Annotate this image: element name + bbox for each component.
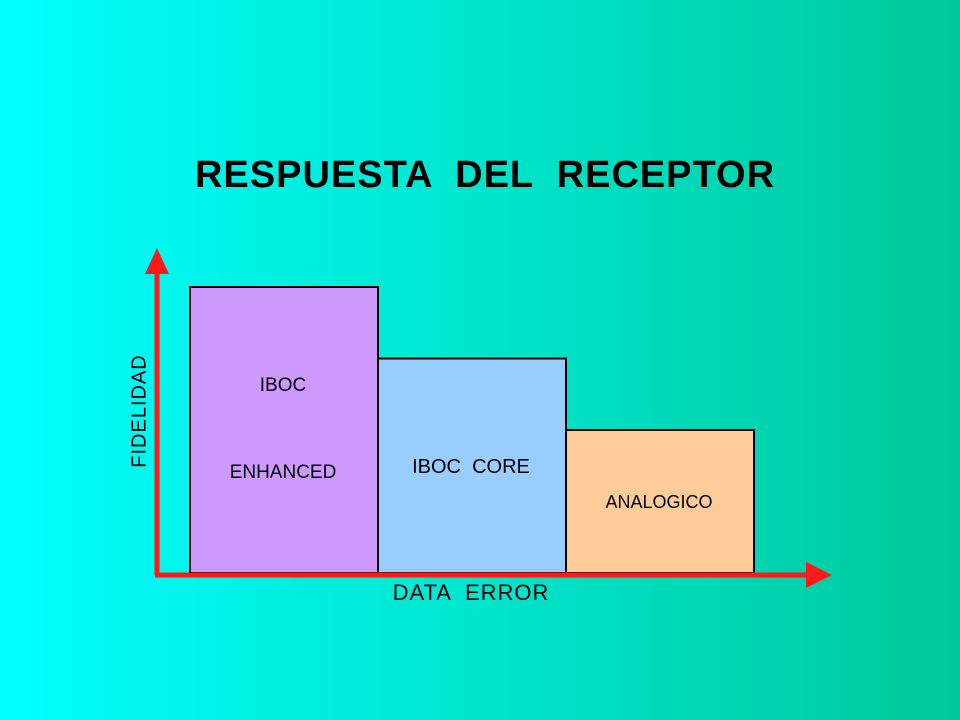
y-axis-arrowhead [145,248,169,274]
iboc-enhanced-label: IBOC ENHANCED [190,375,376,483]
diagram-title: RESPUESTA DEL RECEPTOR [194,154,776,196]
iboc-enhanced-label-line-2: ENHANCED [229,462,337,483]
iboc-enhanced-label-line-1: IBOC [259,375,307,396]
iboc-core-label: IBOC CORE [412,455,530,478]
y-axis-label: FIDELIDAD [128,354,151,468]
x-axis-arrowhead [806,562,832,588]
x-axis-label: DATA ERROR [392,580,550,605]
analogico-label: ANALOGICO [605,491,713,512]
